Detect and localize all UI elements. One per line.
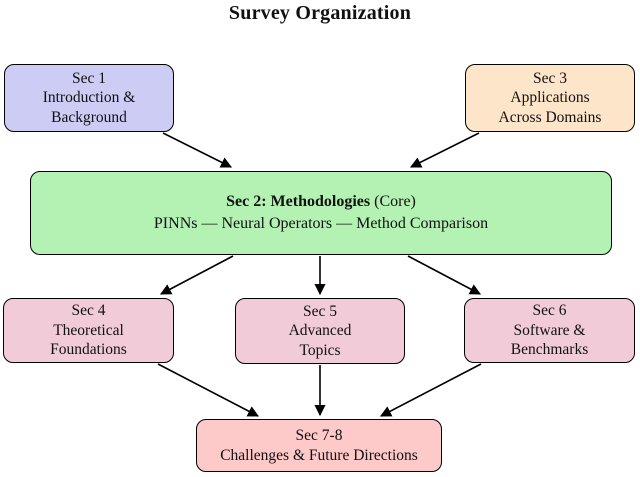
- diagram-title: Survey Organization: [228, 2, 412, 24]
- node-sec4: Sec 4 Theoretical Foundations: [3, 298, 174, 363]
- node-line: Theoretical: [53, 321, 124, 339]
- node-line: Benchmarks: [510, 341, 589, 359]
- node-sec6: Sec 6 Software & Benchmarks: [464, 298, 635, 363]
- node-sec78: Sec 7-8 Challenges & Future Directions: [196, 419, 442, 472]
- node-line: Foundations: [50, 341, 127, 359]
- node-line: Sec 3: [532, 69, 567, 87]
- node-line: Applications: [510, 89, 590, 107]
- node-line: Challenges & Future Directions: [220, 446, 418, 464]
- sec2-heading-rest: (Core): [370, 193, 416, 211]
- node-line: Topics: [299, 341, 341, 359]
- node-line: Sec 2: Methodologies (Core): [226, 191, 416, 213]
- arrow-sec6-to-sec78: [380, 363, 482, 417]
- node-line: Sec 7-8: [295, 426, 343, 444]
- arrow-sec4-to-sec78: [157, 363, 259, 417]
- node-sec3: Sec 3 Applications Across Domains: [465, 64, 635, 132]
- node-sec1: Sec 1 Introduction & Background: [4, 64, 174, 132]
- sec2-heading-bold: Sec 2: Methodologies: [226, 193, 371, 211]
- arrow-sec2-to-sec4: [160, 255, 234, 295]
- node-line: Across Domains: [498, 108, 602, 126]
- arrow-sec1-to-sec2: [162, 132, 233, 168]
- node-line: Advanced: [288, 322, 352, 340]
- node-line: Sec 4: [71, 302, 106, 320]
- node-line: Sec 5: [302, 302, 337, 320]
- node-line: PINNs — Neural Operators — Method Compar…: [153, 215, 489, 232]
- node-line: Introduction &: [42, 89, 136, 107]
- node-sec5: Sec 5 Advanced Topics: [235, 298, 405, 364]
- node-line: Software &: [513, 321, 586, 339]
- arrow-sec2-to-sec6: [407, 255, 481, 295]
- node-line: Background: [51, 108, 127, 126]
- node-line: Sec 6: [532, 302, 567, 320]
- node-sec2: Sec 2: Methodologies (Core) PINNs — Neur…: [30, 171, 612, 255]
- node-line: Sec 1: [71, 69, 106, 87]
- arrow-sec3-to-sec2: [409, 132, 480, 168]
